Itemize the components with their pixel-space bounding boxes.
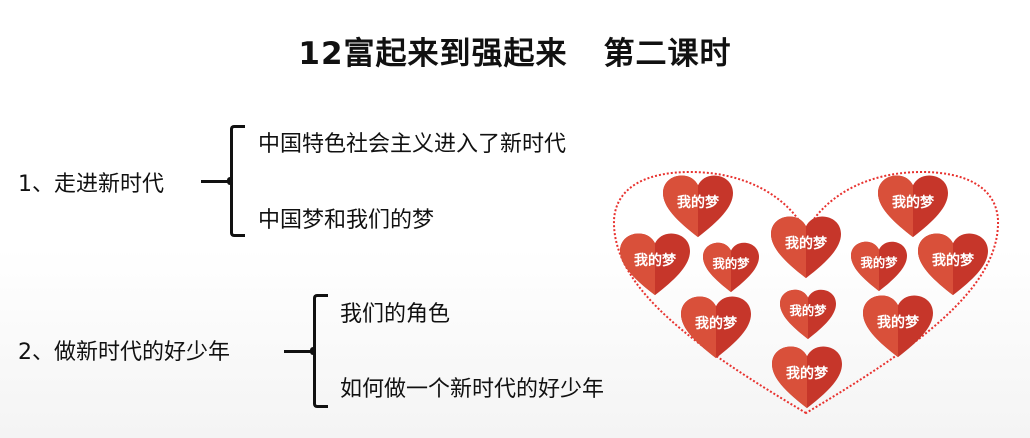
dream-heart: 我的梦 — [681, 296, 751, 359]
dream-heart: 我的梦 — [851, 241, 907, 292]
heart-label: 我的梦 — [713, 256, 751, 271]
heart-label: 我的梦 — [785, 235, 828, 252]
outline-1-item-1: 中国特色社会主义进入了新时代 — [258, 132, 567, 157]
heart-label: 我的梦 — [892, 194, 935, 211]
heart-shape-highlight — [703, 242, 731, 293]
heart-shape-highlight — [918, 233, 953, 296]
heart-shape-highlight — [851, 241, 879, 292]
title-sub: 第二课时 — [603, 36, 732, 72]
dream-heart: 我的梦 — [620, 233, 690, 296]
dream-heart: 我的梦 — [878, 175, 948, 238]
heart-shape-highlight — [772, 346, 807, 409]
heart-label: 我的梦 — [677, 194, 720, 211]
dream-heart: 我的梦 — [863, 295, 933, 358]
slide-title: 12富起来到强起来第二课时 — [0, 28, 1030, 73]
heart-label: 我的梦 — [932, 252, 975, 269]
title-main: 12富起来到强起来 — [298, 36, 568, 72]
dream-heart: 我的梦 — [703, 242, 759, 293]
heart-shape-highlight — [863, 295, 898, 358]
heart-shape-highlight — [663, 175, 698, 238]
outline-1-item-2: 中国梦和我们的梦 — [258, 208, 435, 233]
heart-label: 我的梦 — [861, 255, 899, 270]
heart-label: 我的梦 — [786, 365, 829, 382]
heart-label: 我的梦 — [877, 314, 920, 331]
heart-label: 我的梦 — [634, 252, 677, 269]
bracket-2 — [284, 294, 328, 408]
heart-shape-highlight — [780, 289, 808, 340]
dream-heart: 我的梦 — [663, 175, 733, 238]
outline-1-label: 1、走进新时代 — [18, 172, 164, 197]
bracket-1 — [201, 125, 245, 237]
heart-label: 我的梦 — [695, 315, 738, 332]
heart-shape-highlight — [771, 216, 806, 279]
dream-heart: 我的梦 — [780, 289, 836, 340]
dream-heart: 我的梦 — [918, 233, 988, 296]
outline-2-item-1: 我们的角色 — [340, 302, 451, 327]
heart-shape-highlight — [620, 233, 655, 296]
dream-heart: 我的梦 — [772, 346, 842, 409]
outline-2-item-2: 如何做一个新时代的好少年 — [340, 377, 605, 402]
heart-shape-highlight — [681, 296, 716, 359]
dream-heart: 我的梦 — [771, 216, 841, 279]
heart-shape-highlight — [878, 175, 913, 238]
background-fade — [0, 248, 1030, 438]
heart-label: 我的梦 — [790, 303, 828, 318]
outline-2-label: 2、做新时代的好少年 — [18, 340, 230, 365]
